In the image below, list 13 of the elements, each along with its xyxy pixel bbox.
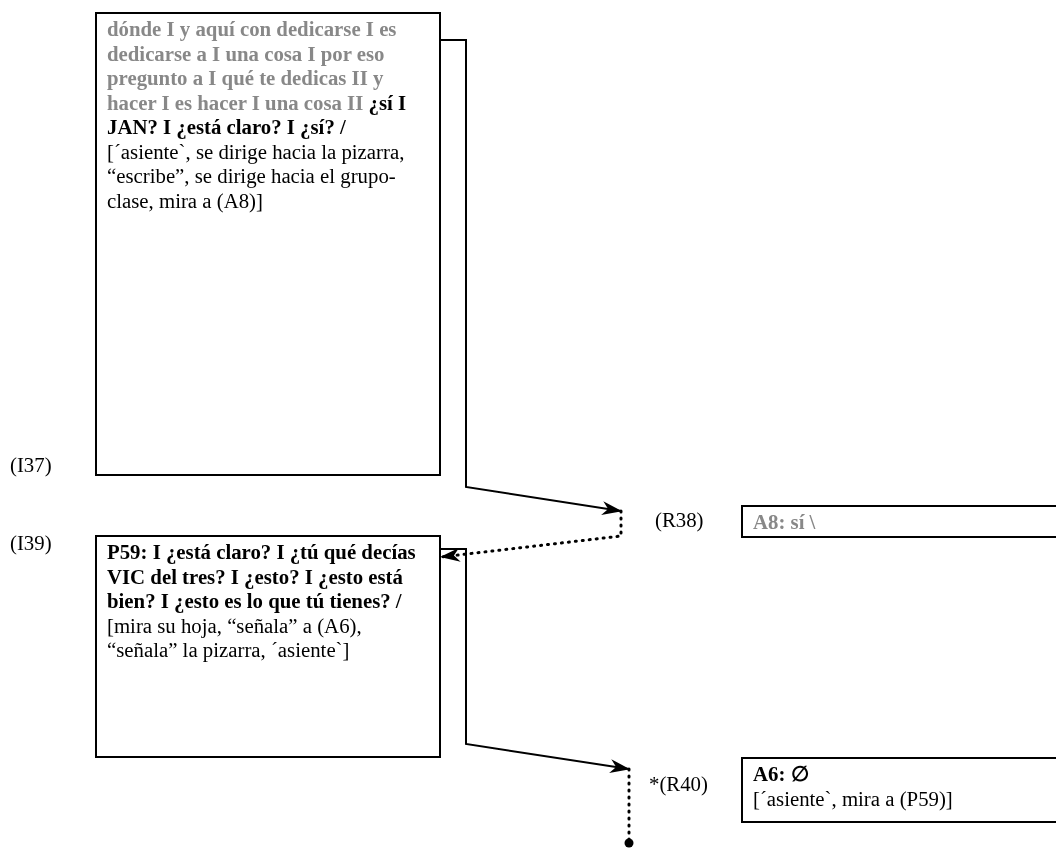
action-note: [´asiente`, se dirige hacia la pizarra, “escribe”, se dirige hacia el grupo-clase, mira a (A8)] [107,139,406,213]
turn-number: *(R40) [649,772,708,797]
turn-number: (I37) [10,453,52,478]
utterance-text: A8: sí \ [753,510,817,535]
arrow [440,39,622,515]
utterance-text: A6: ∅ [753,762,810,787]
arrow [440,548,630,774]
utterance-text: dónde I y aquí con dedicarse I es dedicarse a I una cosa I por eso pregunto a I qué te dedicas II y hacer I es hacer I una cosa II ¿sí I JAN? I ¿está claro? I ¿sí? / [107,17,408,140]
action-note: [mira su hoja, “señala” a (A6), “señala” la pizarra, ´asiente`] [107,613,363,663]
turn-number: (I39) [10,531,52,556]
action-note: [´asiente`, mira a (P59)] [753,786,954,811]
utterance-text: P59: I ¿está claro? I ¿tú qué decías VIC del tres? I ¿esto? I ¿esto está bien? I ¿esto es lo que tú tienes? / [107,540,417,614]
turn-number: (R38) [655,508,704,533]
